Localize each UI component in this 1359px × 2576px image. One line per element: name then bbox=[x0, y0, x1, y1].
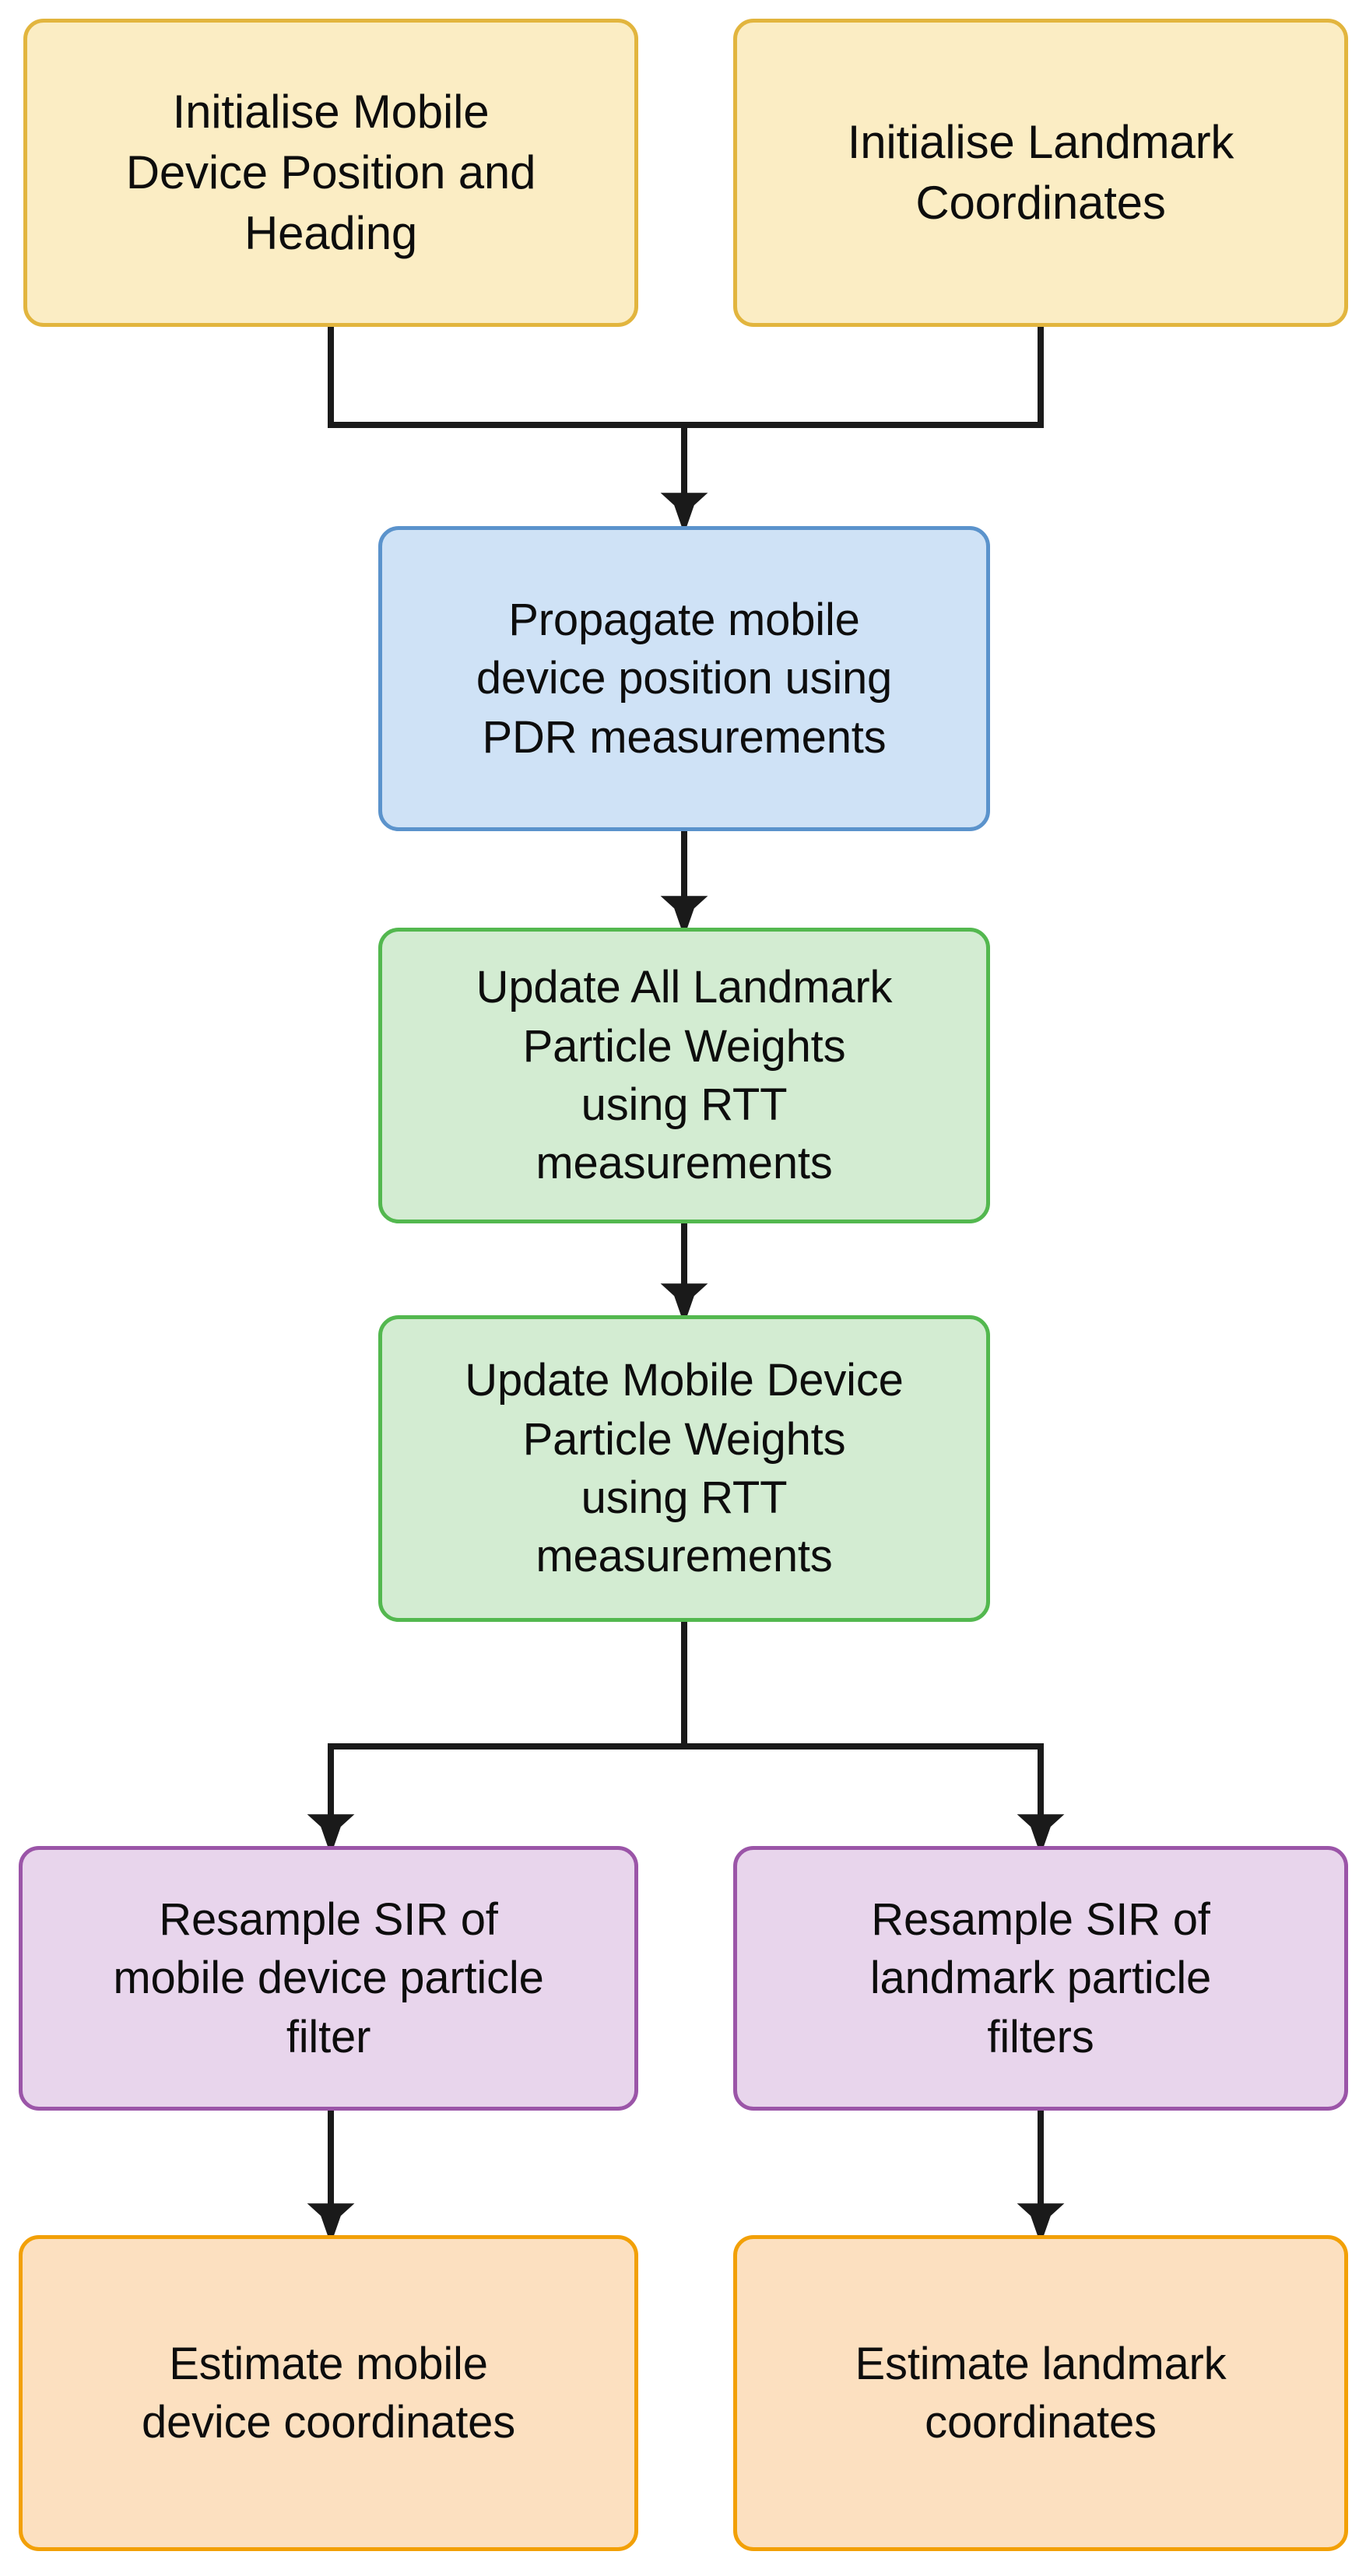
node-label: Resample SIR of mobile device particle f… bbox=[113, 1893, 544, 2062]
edge-init-mobile-to-propagate bbox=[328, 327, 684, 428]
node-label: Initialise Landmark Coordinates bbox=[847, 116, 1234, 229]
node-initialise-landmark-coordinates[interactable]: Initialise Landmark Coordinates bbox=[733, 19, 1348, 327]
node-label: Update Mobile Device Particle Weights us… bbox=[465, 1355, 904, 1582]
node-estimate-mobile-device-coordinates[interactable]: Estimate mobile device coordinates bbox=[19, 2235, 638, 2551]
node-resample-sir-landmark-particle-filters[interactable]: Resample SIR of landmark particle filter… bbox=[733, 1846, 1348, 2111]
node-label: Resample SIR of landmark particle filter… bbox=[869, 1893, 1212, 2062]
node-label: Propagate mobile device position using P… bbox=[476, 594, 893, 763]
node-initialise-mobile-device[interactable]: Initialise Mobile Device Position and He… bbox=[23, 19, 638, 327]
node-label: Estimate mobile device coordinates bbox=[141, 2338, 516, 2448]
node-label: Estimate landmark coordinates bbox=[855, 2338, 1227, 2448]
node-propagate-mobile-device-position[interactable]: Propagate mobile device position using P… bbox=[378, 526, 990, 831]
node-estimate-landmark-coordinates[interactable]: Estimate landmark coordinates bbox=[733, 2235, 1348, 2551]
edge-split-to-resample-landmark bbox=[684, 1743, 1065, 1856]
edge-split-to-resample-mobile bbox=[307, 1743, 684, 1856]
node-resample-sir-mobile-device-particle-filter[interactable]: Resample SIR of mobile device particle f… bbox=[19, 1846, 638, 2111]
node-label: Initialise Mobile Device Position and He… bbox=[125, 86, 536, 259]
edge-init-landmark-to-propagate bbox=[684, 327, 1044, 428]
node-update-all-landmark-particle-weights[interactable]: Update All Landmark Particle Weights usi… bbox=[378, 928, 990, 1223]
node-label: Update All Landmark Particle Weights usi… bbox=[476, 962, 893, 1189]
node-update-mobile-device-particle-weights[interactable]: Update Mobile Device Particle Weights us… bbox=[378, 1315, 990, 1622]
